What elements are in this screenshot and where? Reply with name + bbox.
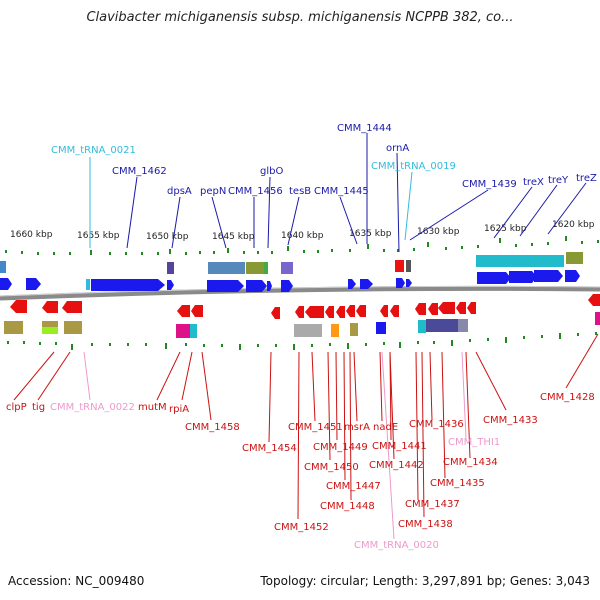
bottom-feature-blocks xyxy=(4,312,600,338)
gene-label-top[interactable]: treY xyxy=(548,175,569,186)
topology-text: Topology: circular; Length: 3,297,891 bp… xyxy=(260,574,590,588)
gene-label-bottom[interactable]: CMM_1437 xyxy=(405,499,460,510)
top-feature-blocks xyxy=(0,252,583,274)
ruler-label: 1640 kbp xyxy=(281,231,324,241)
gene-label-bottom[interactable]: mutM xyxy=(138,402,167,413)
gene-label-top[interactable]: CMM_1444 xyxy=(337,123,392,134)
gene-label-bottom[interactable]: CMM_1458 xyxy=(185,422,240,433)
gene-label-bottom[interactable]: clpP xyxy=(6,402,27,413)
trna-label-bottom[interactable]: CMM_tRNA_0020 xyxy=(354,540,439,551)
reverse-gene-small xyxy=(376,322,386,334)
trna-label-top[interactable]: CMM_tRNA_0019 xyxy=(371,161,456,172)
ruler-label: 1645 kbp xyxy=(212,232,255,242)
gene-label-bottom[interactable]: CMM_1433 xyxy=(483,415,538,426)
trna-label-bottom[interactable]: CMM_THI1 xyxy=(448,437,500,448)
gene-label-bottom[interactable]: nadE xyxy=(373,422,398,433)
gene-label-top[interactable]: CMM_1462 xyxy=(112,166,167,177)
gene-label-bottom[interactable]: CMM_1450 xyxy=(304,462,359,473)
ruler-label: 1630 kbp xyxy=(417,227,460,237)
gene-label-top[interactable]: treZ xyxy=(576,173,597,184)
ruler-label: 1660 kbp xyxy=(10,230,53,240)
trna-label-bottom[interactable]: CMM_tRNA_0022 xyxy=(50,402,135,413)
reverse-genes xyxy=(10,294,600,319)
ruler-label: 1655 kbp xyxy=(77,231,120,241)
gene-label-bottom[interactable]: CMM_1449 xyxy=(313,442,368,453)
gene-label-bottom[interactable]: CMM_1434 xyxy=(443,457,498,468)
gene-label-bottom[interactable]: CMM_1428 xyxy=(540,392,595,403)
gene-label-top[interactable]: pepN xyxy=(200,186,226,197)
gene-label-bottom[interactable]: CMM_1438 xyxy=(398,519,453,530)
trna-label-top[interactable]: CMM_tRNA_0021 xyxy=(51,145,136,156)
gene-label-bottom[interactable]: CMM_1441 xyxy=(372,441,427,452)
gene-label-top[interactable]: dpsA xyxy=(167,186,192,197)
gene-label-bottom[interactable]: CMM_1451 xyxy=(288,422,343,433)
gene-label-bottom[interactable]: CMM_1447 xyxy=(326,481,381,492)
top-leaders xyxy=(89,133,587,253)
gene-label-top[interactable]: CMM_1445 xyxy=(314,186,369,197)
gene-label-top[interactable]: glbO xyxy=(260,166,283,177)
gene-label-top[interactable]: tesB xyxy=(289,186,311,197)
gene-label-bottom[interactable]: CMM_1448 xyxy=(320,501,375,512)
gene-label-bottom[interactable]: rpiA xyxy=(169,404,189,415)
gene-label-bottom[interactable]: CMM_1452 xyxy=(274,522,329,533)
forward-genes xyxy=(0,270,580,292)
map-title: Clavibacter michiganensis subsp. michiga… xyxy=(86,10,514,25)
gene-label-bottom[interactable]: CMM_1442 xyxy=(369,460,424,471)
top-tick-row xyxy=(5,236,599,255)
bottom-leaders xyxy=(13,333,599,540)
gene-label-bottom[interactable]: tig xyxy=(32,402,45,413)
gene-label-top[interactable]: treX xyxy=(523,177,544,188)
gene-label-top[interactable]: ornA xyxy=(386,143,409,154)
accession-text: Accession: NC_009480 xyxy=(8,574,145,588)
gene-label-bottom[interactable]: CMM_1454 xyxy=(242,443,297,454)
ruler-label: 1620 kbp xyxy=(552,220,595,230)
genome-backbone xyxy=(0,285,600,301)
ruler-label: 1625 kbp xyxy=(484,224,527,234)
ruler-label: 1635 kbp xyxy=(349,229,392,239)
gene-label-bottom[interactable]: CMM_1435 xyxy=(430,478,485,489)
ruler-label: 1650 kbp xyxy=(146,232,189,242)
gene-label-bottom[interactable]: CMM_1436 xyxy=(409,419,464,430)
gene-label-top[interactable]: CMM_1439 xyxy=(462,179,517,190)
gene-label-bottom[interactable]: msrA xyxy=(344,422,370,433)
bottom-tick-row xyxy=(7,332,597,350)
gene-label-top[interactable]: CMM_1456 xyxy=(228,186,283,197)
